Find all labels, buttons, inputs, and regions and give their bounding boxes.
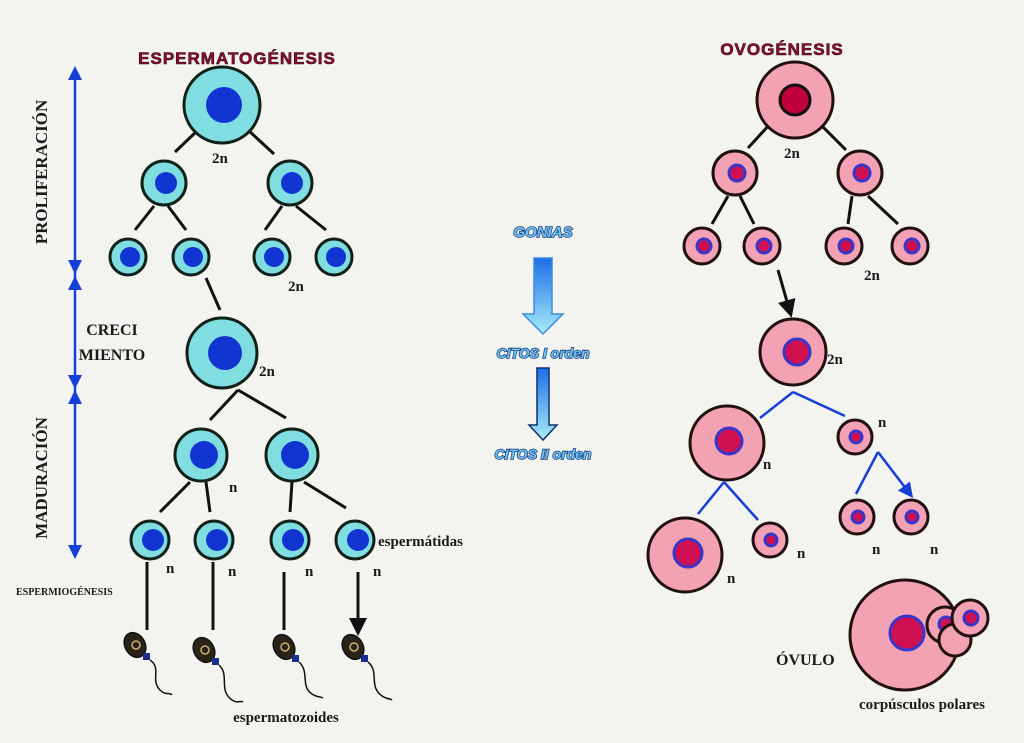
phase-crecimiento-1: CRECI (86, 322, 138, 339)
ploidy-label: n (727, 571, 736, 587)
ploidy-label: 2n (259, 364, 276, 380)
ploidy-label: n (797, 546, 806, 562)
spermatozoon (341, 633, 393, 701)
polar-bodies (925, 598, 990, 658)
down-arrow-icon (527, 367, 559, 442)
sperm-cells (108, 65, 376, 561)
oogenesis-title: OVOGÉNESIS (720, 40, 843, 59)
phase-axis (68, 66, 82, 559)
ploidy-label: n (229, 480, 238, 496)
ploidy-label: n (228, 564, 237, 580)
spermatogenesis-arrows (133, 128, 358, 630)
gonias-label: GONIAS (513, 224, 572, 241)
polar-bodies-label: corpúsculos polares (859, 697, 985, 713)
ploidy-label: 2n (864, 268, 881, 284)
spermatogonium-cell (182, 65, 262, 145)
spermatids-label: espermátidas (378, 534, 463, 550)
ploidy-label: n (305, 564, 314, 580)
ploidy-label: n (373, 564, 382, 580)
spermatozoon (192, 636, 244, 703)
ploidy-label: 2n (288, 279, 305, 295)
spermiogenesis-label: ESPERMIOGÉNESIS (16, 586, 113, 598)
down-arrow-icon (521, 257, 565, 336)
oogenesis-arrows (697, 122, 910, 521)
ploidy-label: n (930, 542, 939, 558)
phase-maduracion: MADURACIÓN (32, 416, 51, 539)
citos-1-label: CITOS I orden (496, 345, 589, 361)
ploidy-label: 2n (827, 352, 844, 368)
primary-spermatocyte-cell (185, 316, 259, 390)
ploidy-label: n (763, 457, 772, 473)
ploidy-label: n (872, 542, 881, 558)
ovum-label: ÓVULO (776, 650, 835, 669)
phase-crecimiento-2: MIENTO (79, 347, 145, 364)
spermatozoon (272, 633, 324, 699)
ploidy-label: 2n (212, 151, 229, 167)
spermatozoa-label: espermatozoides (233, 710, 339, 726)
ploidy-label: n (166, 561, 175, 577)
spermatozoa (123, 631, 393, 703)
ploidy-label: n (878, 415, 887, 431)
ploidy-label: 2n (784, 146, 801, 162)
ovo-cells (646, 60, 990, 692)
spermatogenesis-title: ESPERMATOGÉNESIS (138, 49, 336, 68)
oogonium-cell (755, 60, 835, 140)
spermatozoon (123, 631, 173, 696)
primary-oocyte-cell (758, 317, 828, 387)
citos-2-label: CITOS II orden (495, 446, 592, 462)
phase-proliferacion: PROLIFERACIÓN (32, 99, 51, 244)
